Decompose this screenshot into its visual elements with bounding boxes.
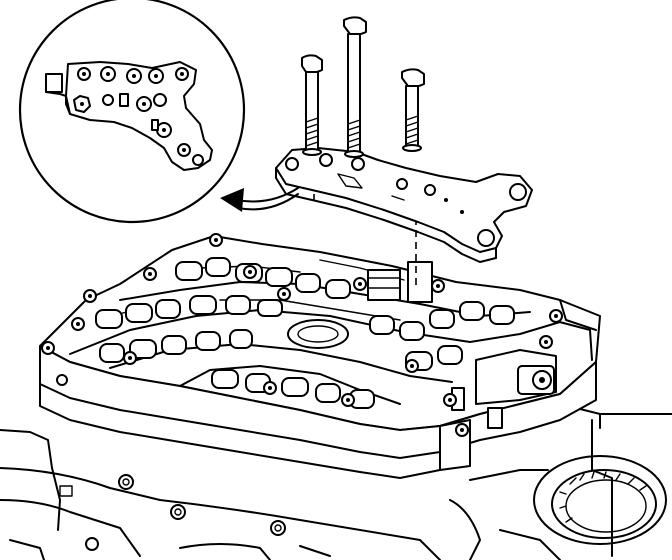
- valve-body: [39, 233, 601, 479]
- bolt-right: [401, 68, 425, 152]
- callout-arrow: [220, 187, 299, 212]
- bolt-left: [301, 54, 323, 156]
- bracket-plate: [275, 147, 533, 263]
- detail-inset: [18, 0, 246, 224]
- detail-bracket: [45, 61, 213, 171]
- valve-spools: [95, 257, 515, 409]
- bolt-middle: [343, 16, 367, 158]
- transmission-case: [0, 403, 672, 560]
- gear-housing: [449, 455, 667, 560]
- valve-body-bolts: [41, 233, 563, 437]
